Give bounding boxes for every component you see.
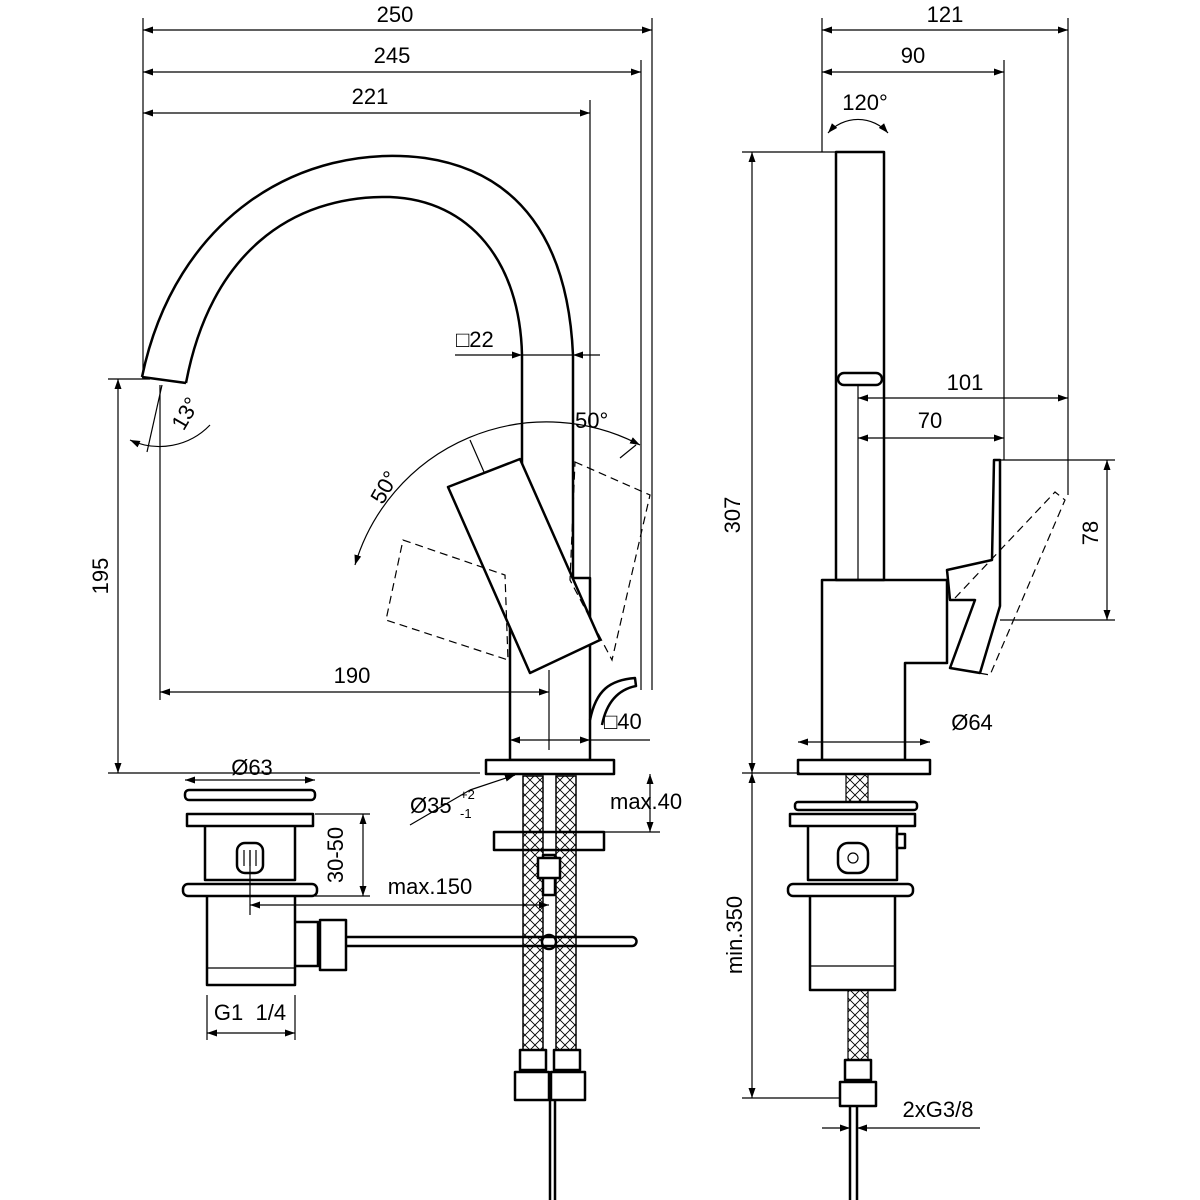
dim-120-deg: 120° — [842, 90, 888, 115]
dim-50-deg-left: 50° — [365, 467, 403, 508]
dim-70: 70 — [918, 408, 942, 433]
side-lever — [945, 458, 1002, 675]
dim-2x-g3-8: 2xG3/8 — [903, 1097, 974, 1122]
dimension-lines — [108, 18, 1115, 1132]
dim-30-50: 30-50 — [323, 827, 348, 883]
hose-right — [555, 775, 577, 1077]
dim-hole-tol-plus: +2 — [460, 787, 475, 802]
dim-max-40: max.40 — [610, 789, 682, 814]
dim-121: 121 — [927, 2, 964, 27]
front-view — [140, 154, 651, 1200]
dim-tube-22: □22 — [456, 327, 494, 352]
dim-body-40: □40 — [604, 709, 642, 734]
dim-190: 190 — [334, 663, 371, 688]
side-spout — [834, 150, 886, 582]
side-body — [820, 578, 949, 762]
dim-base-64: Ø64 — [951, 710, 993, 735]
dim-101: 101 — [947, 370, 984, 395]
dim-221: 221 — [352, 84, 389, 109]
dim-90: 90 — [901, 43, 925, 68]
dim-13-deg: 13° — [166, 393, 204, 434]
dim-250: 250 — [377, 2, 414, 27]
dim-min-350: min.350 — [722, 896, 747, 974]
dim-hole-tol-minus: -1 — [460, 806, 472, 821]
lever-handle — [446, 457, 602, 675]
side-view — [786, 150, 1066, 1200]
dim-max-150: max.150 — [388, 874, 472, 899]
dim-78: 78 — [1078, 521, 1103, 545]
spout-outline — [140, 154, 575, 580]
base-plate — [484, 758, 616, 776]
dimension-labels: 250 245 221 □22 13° 50° 50° 195 190 □40 … — [88, 2, 1103, 1122]
dim-hole-35: Ø35 — [410, 793, 452, 818]
hose-left — [522, 775, 544, 1077]
waste-assembly — [181, 788, 348, 987]
dim-50-deg-right: 50° — [575, 408, 608, 433]
dim-waste-63: Ø63 — [231, 755, 273, 780]
dim-245: 245 — [374, 43, 411, 68]
mounting-washer — [492, 830, 606, 852]
dim-307: 307 — [720, 497, 745, 534]
dim-195: 195 — [88, 558, 113, 595]
popup-rod — [345, 935, 638, 948]
dim-g1-1-4: G1 1/4 — [214, 1000, 286, 1025]
